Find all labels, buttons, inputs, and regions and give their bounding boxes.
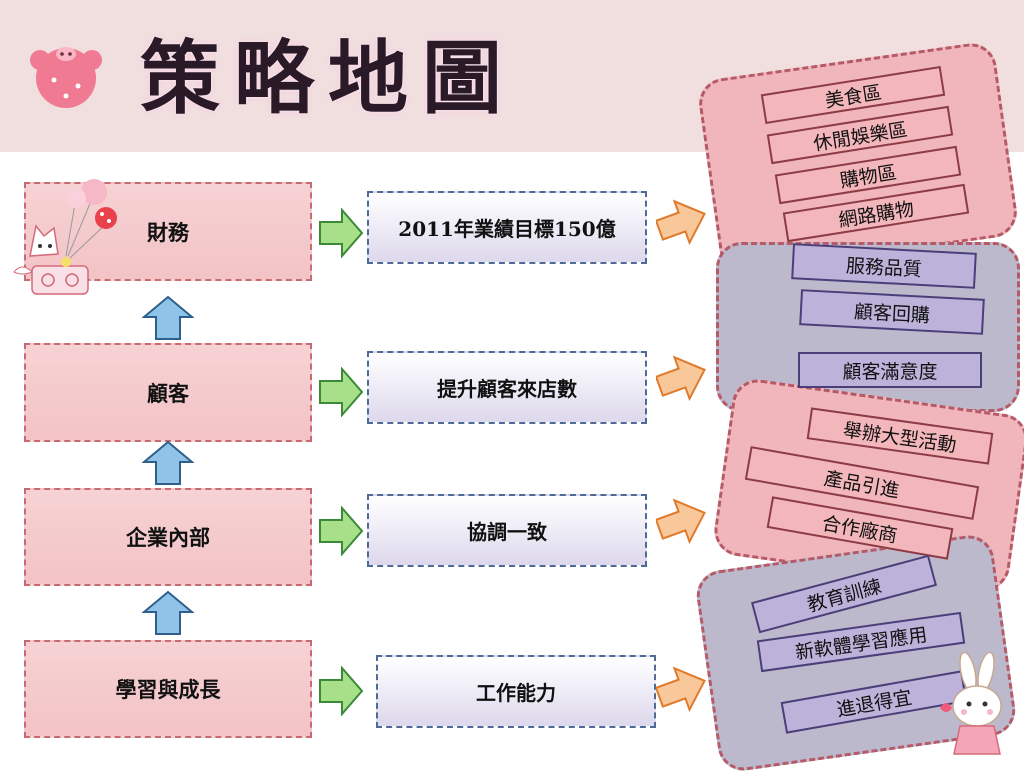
- goal-label: 協調一致: [467, 520, 547, 544]
- goal-label: 工作能力: [476, 681, 556, 705]
- goal-label: 2011年業績目標150億: [398, 217, 616, 241]
- goal-learning-box: 工作能力: [376, 655, 656, 728]
- goal-finance-box: 2011年業績目標150億: [367, 191, 647, 264]
- perspective-label: 企業內部: [126, 525, 210, 550]
- perspective-learning-box: 學習與成長: [24, 640, 312, 738]
- orange-arrow-icon: [656, 199, 706, 246]
- perspective-customer-box: 顧客: [24, 343, 312, 442]
- perspective-label: 學習與成長: [115, 677, 221, 702]
- orange-arrow-icon: [656, 355, 706, 402]
- orange-arrow-icon: [656, 498, 706, 545]
- rabbit-mascot-icon: [940, 651, 1002, 755]
- pig-mascot-icon: [30, 47, 102, 108]
- page-title: 策略地圖: [140, 32, 516, 125]
- goal-internal-box: 協調一致: [367, 494, 647, 567]
- up-arrow-icon: [142, 440, 194, 485]
- right-arrow-icon: [319, 367, 364, 417]
- finance-detail-panel: [695, 40, 1021, 276]
- right-arrow-icon: [319, 208, 364, 258]
- goal-customer-box: 提升顧客來店數: [367, 351, 647, 424]
- perspective-label: 財務: [147, 219, 189, 245]
- orange-arrow-icon: [656, 666, 706, 713]
- up-arrow-icon: [142, 295, 194, 340]
- balloon-cat-decoration-icon: [13, 179, 117, 295]
- goal-label: 提升顧客來店數: [437, 377, 577, 401]
- customer-item-tag: 顧客滿意度: [798, 352, 982, 388]
- right-arrow-icon: [319, 506, 364, 556]
- right-arrow-icon: [319, 666, 364, 716]
- perspective-label: 顧客: [147, 380, 189, 406]
- perspective-internal-box: 企業內部: [24, 488, 312, 586]
- up-arrow-icon: [142, 590, 194, 635]
